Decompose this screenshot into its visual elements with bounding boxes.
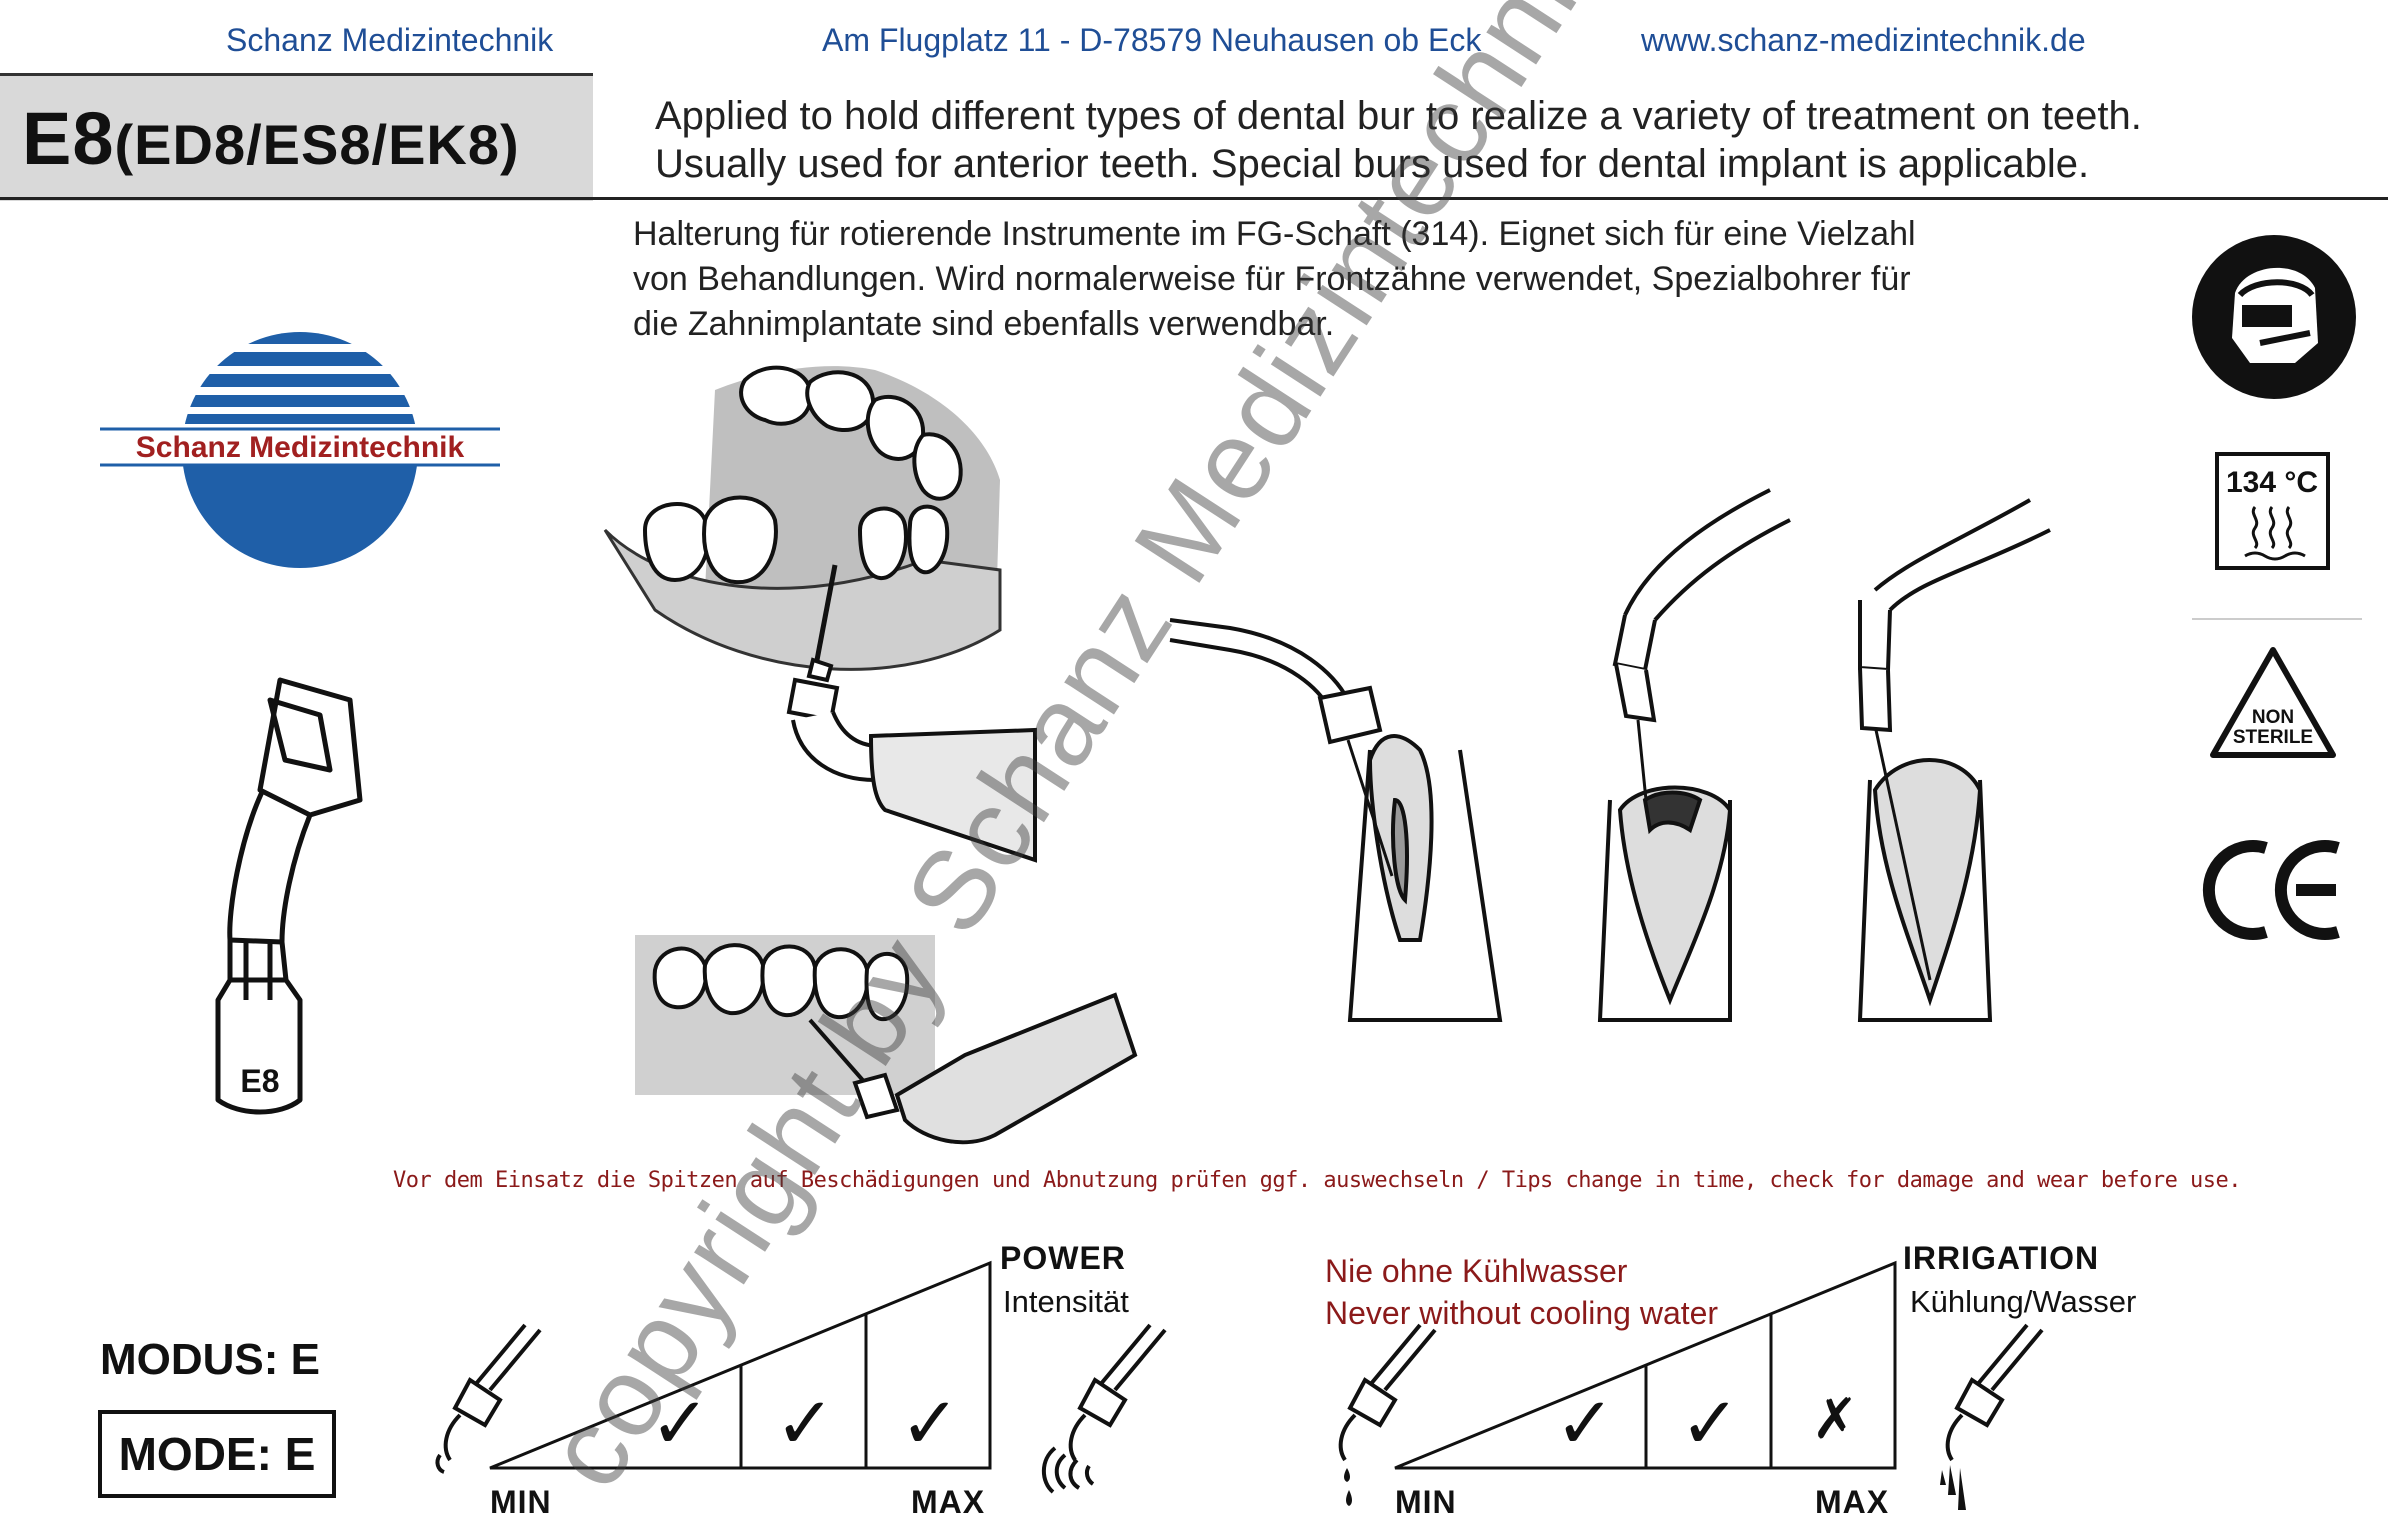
description-de: Halterung für rotierende Instrumente im … xyxy=(633,212,1916,347)
title-box xyxy=(0,73,593,201)
non-sterile-line1: NON xyxy=(2252,707,2294,728)
irrigation-max-tip-icon xyxy=(1940,1323,2044,1510)
power-title: POWER xyxy=(1000,1240,1126,1276)
irrigation-min-tip-icon xyxy=(1338,1323,1437,1506)
header-website[interactable]: www.schanz-medizintechnik.de xyxy=(1641,22,2086,58)
non-sterile-line2: STERILE xyxy=(2233,727,2313,748)
header-address: Am Flugplatz 11 - D-78579 Neuhausen ob E… xyxy=(822,22,1482,58)
irrigation-warning: Nie ohne Kühlwasser Never without coolin… xyxy=(1325,1250,1718,1334)
scaling-illustration xyxy=(635,935,1138,1145)
non-sterile-icon: NON STERILE xyxy=(2210,647,2336,758)
header-company: Schanz Medizintechnik xyxy=(226,22,554,58)
power-min-tip-icon xyxy=(435,1323,542,1474)
root-canal-illustration xyxy=(1169,488,2051,1022)
description-en-line2: Usually used for anterior teeth. Special… xyxy=(655,142,2090,186)
irrigation-warning-de: Nie ohne Kühlwasser xyxy=(1325,1253,1628,1289)
power-max-tip-icon xyxy=(1041,1323,1167,1494)
irrigation-level-3: ✗ xyxy=(1812,1387,1859,1452)
description-de-line1: Halterung für rotierende Instrumente im … xyxy=(633,215,1916,253)
modus-label: MODUS: E xyxy=(100,1335,320,1384)
sterilize-134-icon: 134 °C xyxy=(2215,452,2330,570)
power-scale: ✓ ✓ ✓ xyxy=(489,1260,992,1470)
power-level-2: ✓ xyxy=(775,1381,835,1465)
sterilize-temp-text: 134 °C xyxy=(2226,466,2318,499)
power-level-1: ✓ xyxy=(650,1381,710,1465)
description-en-line1: Applied to hold different types of denta… xyxy=(655,94,2142,138)
model-name: E8 xyxy=(22,97,115,180)
care-notice: Vor dem Einsatz die Spitzen auf Beschädi… xyxy=(393,1168,2242,1193)
irrigation-level-2: ✓ xyxy=(1680,1381,1740,1465)
logo-text: Schanz Medizintechnik xyxy=(136,431,465,464)
implant-illustration xyxy=(603,365,1037,863)
tip-e8-drawing: E8 xyxy=(215,677,363,1115)
irrigation-subtitle: Kühlung/Wasser xyxy=(1910,1284,2137,1319)
icon-divider xyxy=(2192,618,2362,620)
header-rule xyxy=(0,197,2388,200)
description-de-line3: die Zahnimplantate sind ebenfalls verwen… xyxy=(633,305,1335,343)
irrigation-level-1: ✓ xyxy=(1555,1381,1615,1465)
power-max: MAX xyxy=(911,1484,986,1520)
description-de-line2: von Behandlungen. Wird normalerweise für… xyxy=(633,260,1911,298)
power-subtitle: Intensität xyxy=(1003,1284,1129,1319)
tip-label: E8 xyxy=(240,1063,279,1099)
description-en: Applied to hold different types of denta… xyxy=(655,92,2142,188)
mode-box: MODE: E xyxy=(98,1410,336,1498)
irrigation-min: MIN xyxy=(1395,1484,1457,1520)
power-min: MIN xyxy=(490,1484,552,1520)
irrigation-scale: ✓ ✓ ✗ xyxy=(1394,1260,1897,1470)
ce-mark-icon xyxy=(2202,840,2340,940)
power-level-3: ✓ xyxy=(900,1381,960,1465)
company-logo: Schanz Medizintechnik xyxy=(100,332,500,568)
model-title: E8(ED8/ES8/EK8) xyxy=(22,96,520,181)
model-variants: (ED8/ES8/EK8) xyxy=(114,113,520,176)
irrigation-warning-en: Never without cooling water xyxy=(1325,1295,1719,1331)
irrigation-max: MAX xyxy=(1815,1484,1890,1520)
protective-mask-icon xyxy=(2192,235,2356,399)
irrigation-title: IRRIGATION xyxy=(1903,1240,2100,1276)
